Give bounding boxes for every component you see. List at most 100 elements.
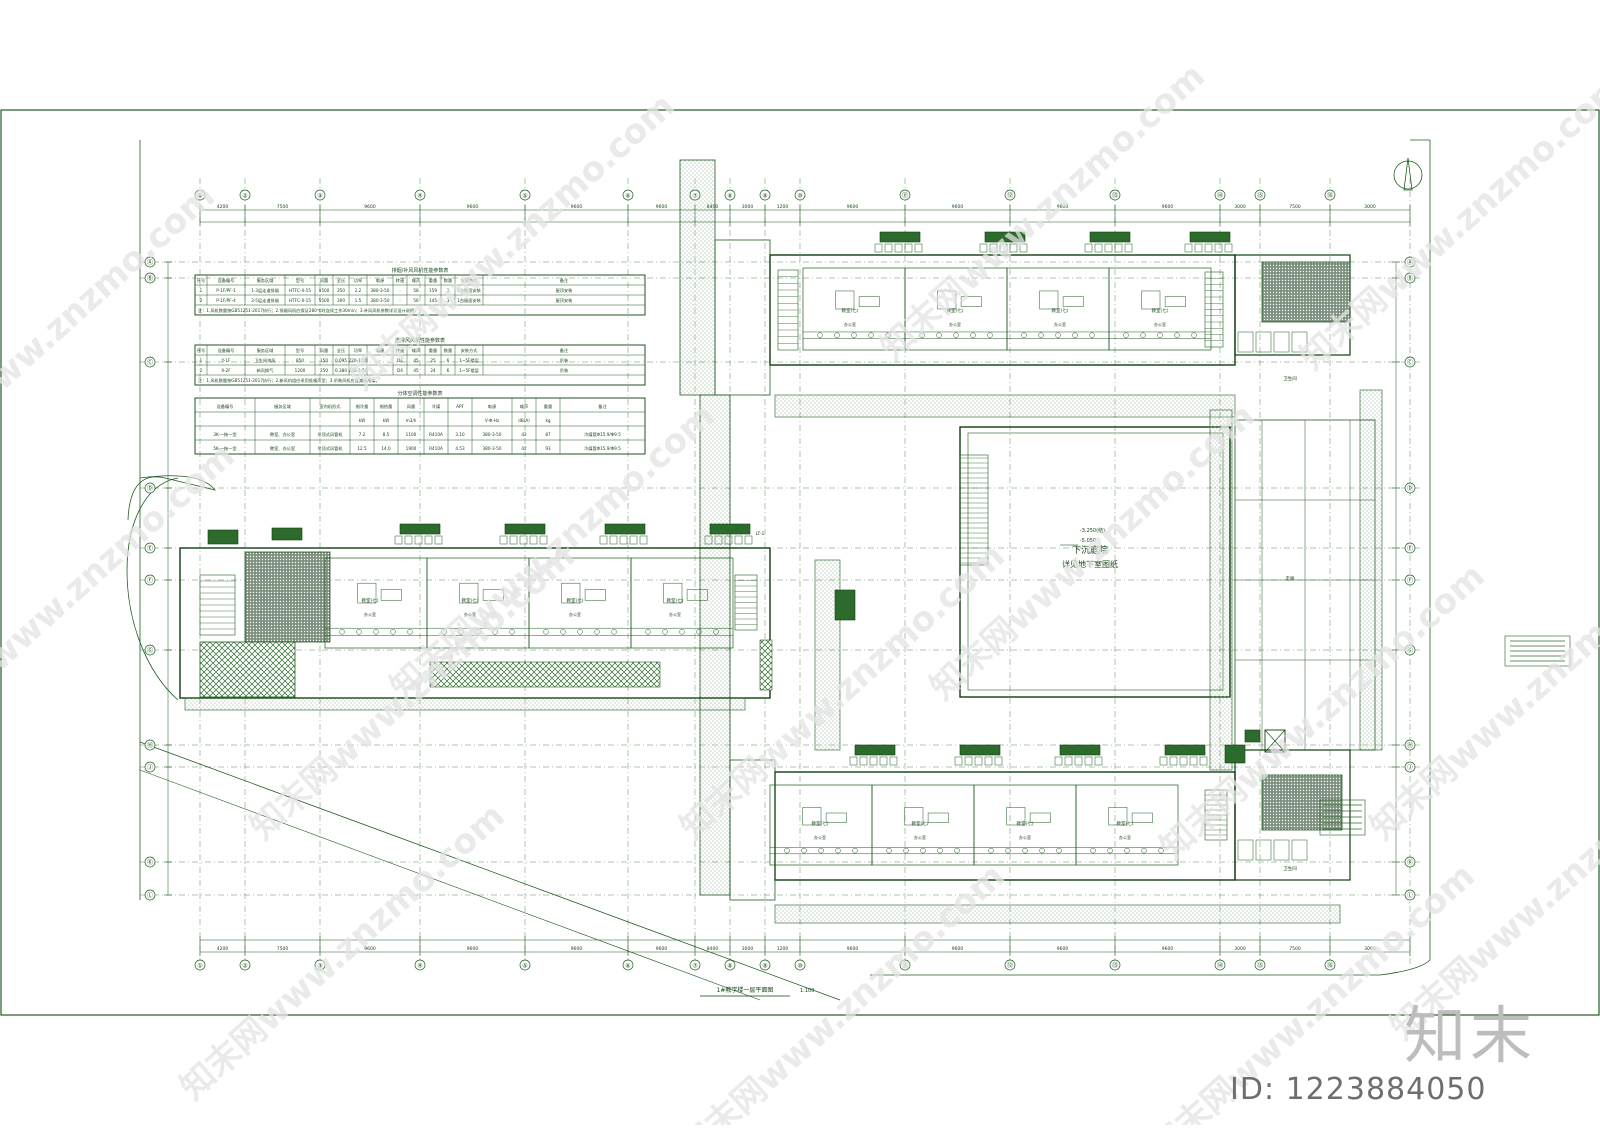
axis-bubble: [414, 189, 426, 201]
table-cell: P-1F/PF-1: [216, 288, 236, 293]
outdoor-unit: [1184, 243, 1193, 253]
outdoor-unit-tag: [879, 231, 921, 243]
axis-label: ⑭: [1217, 192, 1223, 200]
west-terrace: [184, 697, 746, 711]
outdoor-unit: [1074, 756, 1083, 766]
table-cell: 1.5: [355, 298, 362, 303]
table-cell: 2: [200, 368, 203, 373]
brand-logo: 知末: [1404, 999, 1537, 1072]
diffuser: [919, 332, 925, 338]
schedule-smoke-fans: 排烟/补风风机性能参数表序号设备编号服务区域型号风量全压功率电源转速噪声重量数量…: [194, 267, 646, 316]
table-cell: 1200: [295, 368, 306, 373]
room-fixture: [960, 296, 982, 307]
axis-bubble: [144, 256, 156, 268]
dim-text-bottom: 4200: [217, 946, 229, 952]
outdoor-unit: [1194, 243, 1203, 253]
west-cross-small: [759, 639, 773, 691]
table-cell: -: [399, 298, 401, 303]
axis-label: Ⓔ: [147, 545, 153, 553]
room-label: 办公室: [1154, 321, 1166, 327]
outdoor-unit: [1084, 243, 1093, 253]
room-label: 办公室: [1019, 834, 1031, 840]
outdoor-unit: [884, 243, 893, 253]
table-cell: 备注: [560, 347, 569, 354]
table-cell: 电源: [376, 347, 385, 354]
south-east-core: [1234, 749, 1351, 881]
axis-label: ②: [242, 963, 248, 970]
axis-label: Ⓒ: [1407, 359, 1413, 367]
outdoor-unit: [424, 535, 433, 545]
room-fixture: [1108, 807, 1128, 826]
dim-text-bottom: 1200: [777, 946, 789, 952]
outdoor-unit-tag: [604, 523, 646, 535]
north-arrow-circle: [1393, 160, 1423, 190]
axis-label: ⑦: [692, 963, 698, 970]
dim-text-top: 4200: [217, 204, 229, 210]
table-cell: 风量: [407, 403, 415, 410]
room-fixture: [482, 589, 504, 601]
north-room: [1108, 267, 1212, 351]
room-fixture: [1131, 812, 1153, 823]
image-id: ID: 1223884050: [1230, 1072, 1487, 1107]
axis-label: Ⓑ: [147, 275, 153, 283]
axis-label: Ⓐ: [147, 259, 153, 267]
table-cell: 380-3-50: [482, 432, 501, 437]
diffuser: [953, 332, 959, 338]
outdoor-unit: [639, 535, 648, 545]
diffuser: [662, 629, 668, 635]
axis-bubble: [314, 189, 326, 201]
diffuser: [1124, 847, 1130, 854]
table-cell: R410A: [429, 446, 443, 451]
axis-bubble: [414, 959, 426, 971]
diffuser: [577, 629, 583, 635]
table-cell: kg: [545, 418, 550, 423]
table-cell: 功率: [354, 277, 362, 284]
room-label: 办公室: [669, 611, 681, 617]
dim-text-bottom: 3000: [1364, 946, 1376, 952]
toilet-stall: [1291, 331, 1308, 353]
dim-text-bottom: 3000: [1234, 946, 1246, 952]
west-hatch: [244, 551, 331, 643]
diffuser: [458, 629, 464, 635]
table-cell: 屋顶安装: [556, 287, 574, 294]
axis-bubble: [689, 189, 701, 201]
table-cell: 42: [521, 446, 527, 451]
outdoor-unit: [539, 535, 548, 545]
diffuser: [784, 847, 790, 854]
outdoor-unit: [1224, 243, 1233, 253]
outdoor-unit: [629, 535, 638, 545]
outdoor-unit: [984, 756, 993, 766]
diffuser: [1005, 847, 1011, 854]
diffuser: [1123, 332, 1129, 338]
dim-text-top: 3000: [1364, 204, 1376, 210]
diffuser: [801, 847, 807, 854]
axis-bubble: [899, 189, 911, 201]
axis-bubble: [794, 189, 806, 201]
outdoor-unit-tag: [1089, 231, 1131, 243]
room-fixture: [1029, 812, 1051, 823]
table-cell: 3.10: [455, 432, 465, 437]
axis-label: ⑯: [1327, 192, 1333, 200]
axis-label: ⑮: [1257, 962, 1263, 970]
axis-bubble: [144, 574, 156, 586]
diffuser: [818, 847, 824, 854]
diffuser: [852, 847, 858, 854]
room-fixture: [459, 582, 479, 604]
outdoor-unit: [914, 243, 923, 253]
axis-bubble: [1404, 856, 1416, 868]
sheet-border: [0, 109, 1600, 1016]
diffuser: [645, 629, 651, 635]
diffuser: [834, 332, 840, 338]
diffuser: [868, 332, 874, 338]
diffuser: [560, 629, 566, 635]
table-cell: D4: [397, 368, 403, 373]
table-cell: -: [379, 358, 381, 363]
table-cell: 设备编号: [217, 403, 234, 410]
table-cell: 3-5层走道排烟: [251, 297, 279, 304]
outdoor-unit: [1159, 756, 1168, 766]
outdoor-unit-tag: [399, 523, 441, 535]
diffuser: [1021, 332, 1027, 338]
north-arrow: [1403, 157, 1413, 191]
